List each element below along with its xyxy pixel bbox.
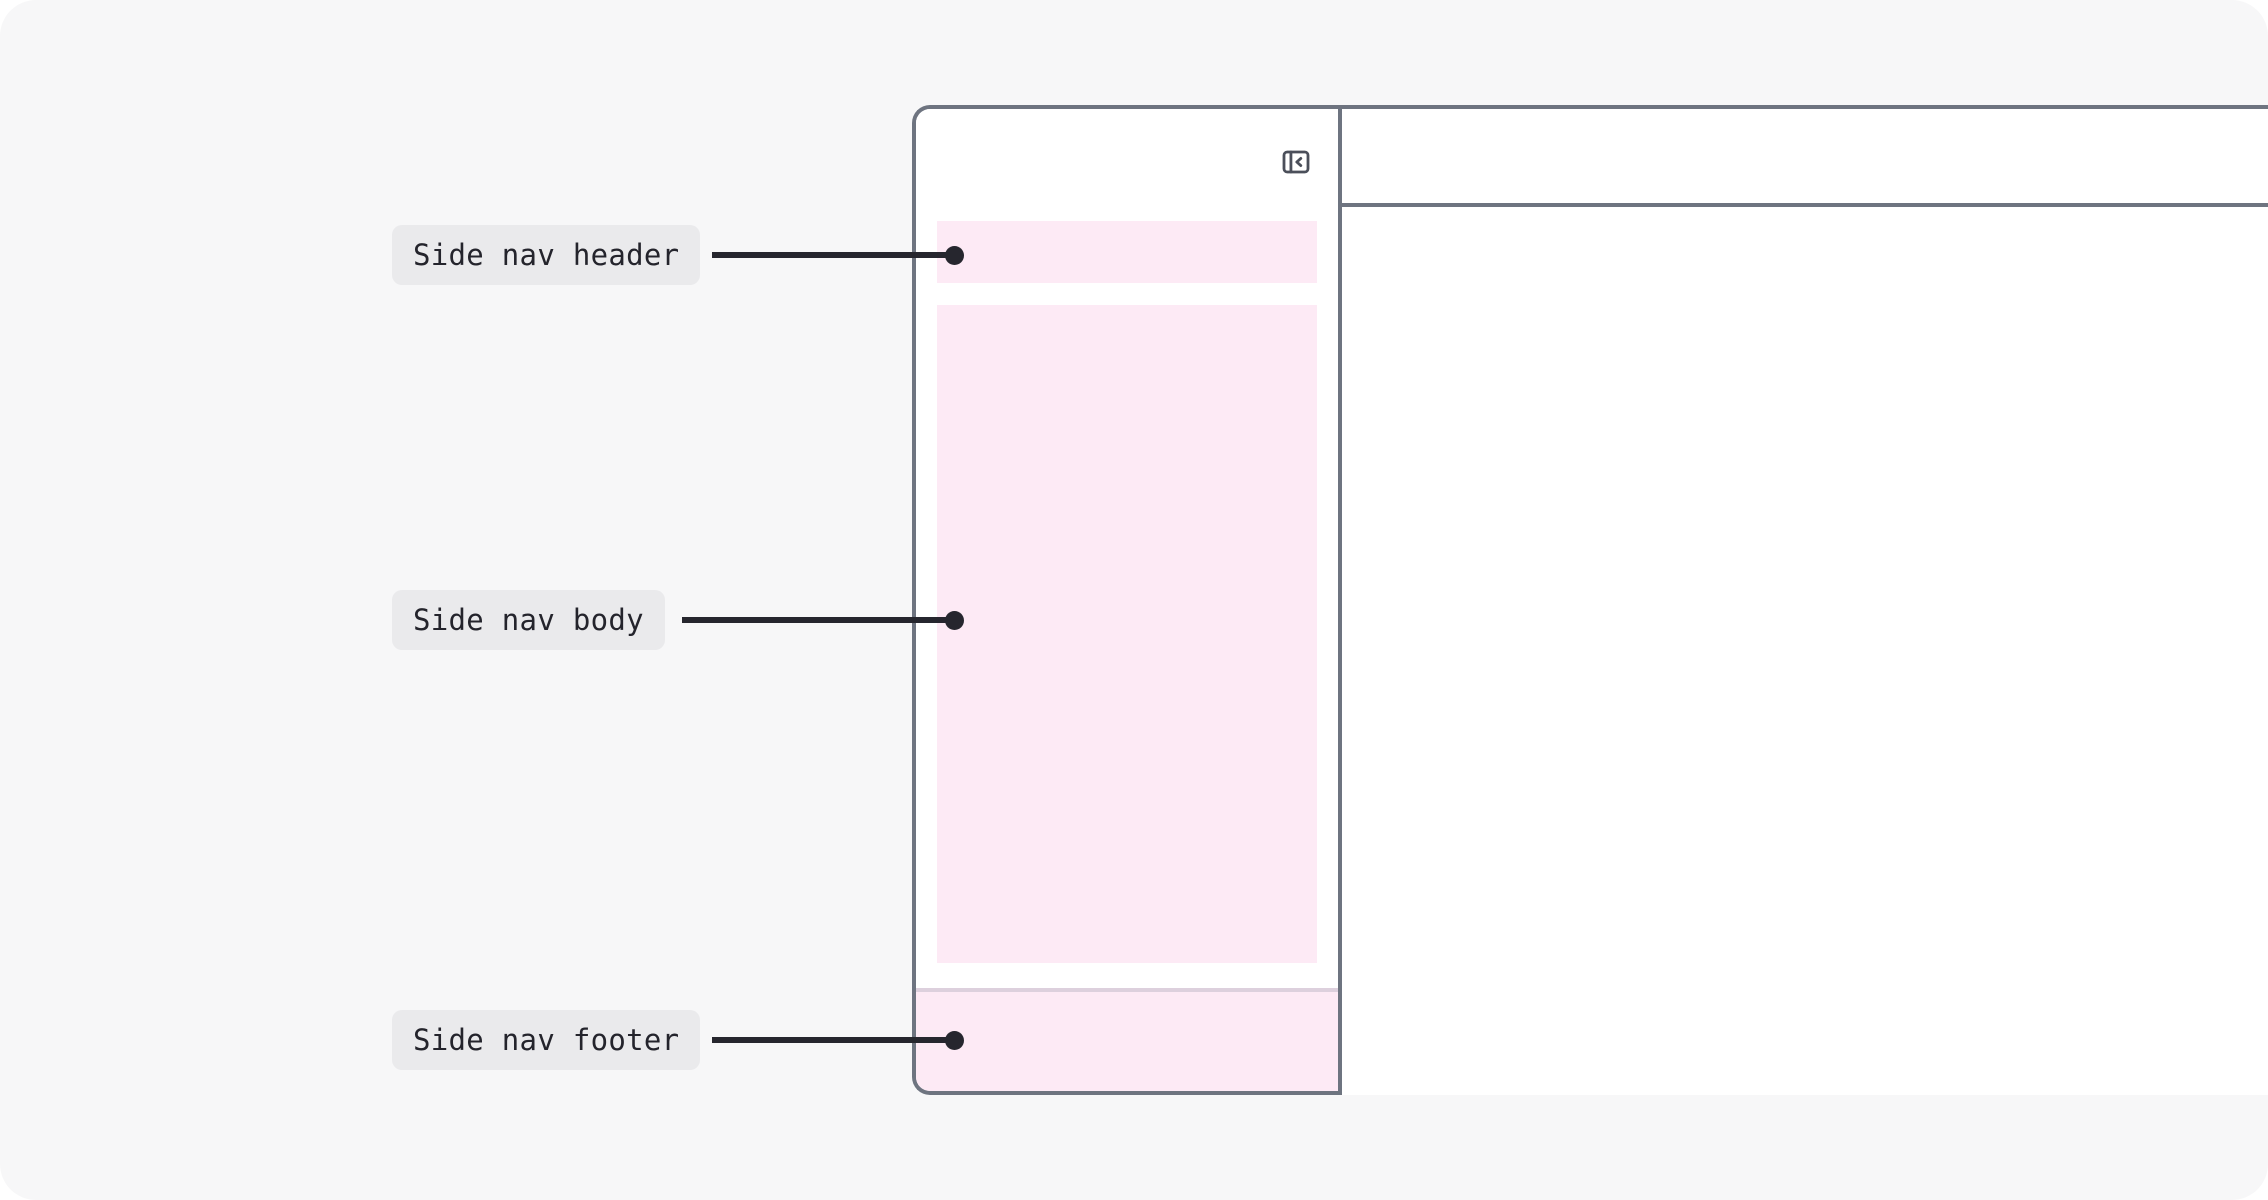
side-nav-panel bbox=[912, 105, 1338, 1095]
annotation-label-text: Side nav footer bbox=[413, 1022, 680, 1057]
annotation-leader-line bbox=[712, 1037, 954, 1043]
content-body bbox=[1342, 211, 2268, 1095]
annotation-label-pill: Side nav body bbox=[392, 590, 665, 650]
side-nav-content-divider bbox=[1338, 105, 1342, 1095]
annotation-label-pill: Side nav footer bbox=[392, 1010, 701, 1070]
content-header-bar bbox=[1342, 109, 2268, 207]
annotation-leader-line bbox=[712, 252, 954, 258]
app-window bbox=[912, 105, 2268, 1095]
annotation-label-text: Side nav body bbox=[413, 602, 644, 637]
annotation-label-text: Side nav header bbox=[413, 237, 680, 272]
annotation-label-pill: Side nav header bbox=[392, 225, 701, 285]
side-nav-header-region bbox=[937, 221, 1317, 283]
side-nav-footer-region bbox=[916, 988, 1338, 1091]
content-area bbox=[1342, 105, 2268, 1095]
panel-collapse-left-icon bbox=[1280, 146, 1312, 178]
annotation-target-dot bbox=[945, 246, 964, 265]
side-nav-body-region bbox=[937, 305, 1317, 963]
side-nav-topbar bbox=[916, 109, 1338, 222]
annotation-leader-line bbox=[682, 617, 954, 623]
side-nav-collapse-button[interactable] bbox=[1276, 142, 1316, 182]
annotation-target-dot bbox=[945, 611, 964, 630]
annotation-target-dot bbox=[945, 1031, 964, 1050]
